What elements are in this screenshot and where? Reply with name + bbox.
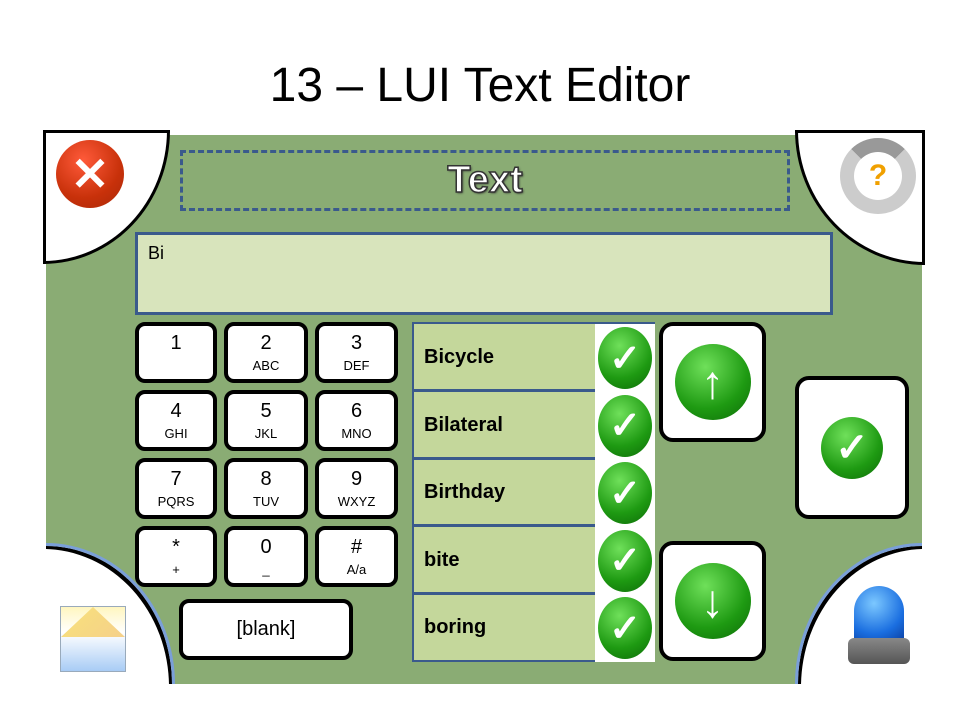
key-9[interactable]: *+ bbox=[135, 526, 217, 587]
close-icon: ✕ bbox=[56, 140, 124, 208]
field-title-label: Text bbox=[447, 158, 524, 202]
suggestion-item[interactable]: Bilateral ✓ bbox=[414, 391, 655, 460]
key-digit: * bbox=[172, 536, 180, 558]
blank-key[interactable]: [blank] bbox=[179, 599, 353, 660]
key-letters: JKL bbox=[254, 426, 278, 441]
checkmark-icon: ✓ bbox=[598, 529, 652, 592]
key-digit: 2 bbox=[260, 332, 272, 354]
confirm-button[interactable]: ✓ bbox=[795, 376, 909, 519]
select-suggestion-button[interactable]: ✓ bbox=[595, 526, 655, 595]
field-title: Text bbox=[180, 150, 790, 211]
key-letters: PQRS bbox=[157, 494, 195, 509]
suggestion-item[interactable]: Bicycle ✓ bbox=[414, 324, 655, 392]
checkmark-icon: ✓ bbox=[598, 462, 652, 525]
key-digit: 9 bbox=[350, 468, 363, 490]
key-letters: ABC bbox=[252, 358, 280, 373]
alarm-beacon-icon bbox=[848, 586, 910, 664]
key-letters: GHI bbox=[164, 426, 188, 441]
checkmark-icon: ✓ bbox=[821, 416, 883, 479]
suggestion-item[interactable]: boring ✓ bbox=[414, 594, 655, 663]
key-digit: 8 bbox=[260, 468, 272, 490]
arrow-up-icon: ↑ bbox=[674, 344, 751, 420]
key-11[interactable]: # A/a bbox=[315, 526, 398, 587]
key-letters: _ bbox=[262, 562, 270, 577]
key-letters: WXYZ bbox=[337, 494, 376, 509]
close-button[interactable]: ✕ bbox=[43, 130, 170, 264]
select-suggestion-button[interactable]: ✓ bbox=[595, 459, 655, 528]
key-0[interactable]: 1 bbox=[135, 322, 217, 383]
key-10[interactable]: 0_ bbox=[224, 526, 308, 587]
suggestion-item[interactable]: Birthday ✓ bbox=[414, 459, 655, 528]
key-letters: + bbox=[172, 562, 180, 577]
select-suggestion-button[interactable]: ✓ bbox=[595, 324, 655, 392]
suggestion-list: Bicycle ✓ Bilateral ✓ Birthday ✓ bite ✓ boring ✓ bbox=[412, 322, 655, 663]
select-suggestion-button[interactable]: ✓ bbox=[595, 594, 655, 663]
suggestion-word: bite bbox=[424, 548, 460, 571]
select-suggestion-button[interactable]: ✓ bbox=[595, 391, 655, 460]
suggestion-word: boring bbox=[424, 616, 487, 639]
key-digit: 4 bbox=[170, 400, 182, 422]
key-digit: 5 bbox=[260, 400, 272, 422]
suggestion-word: Birthday bbox=[424, 481, 506, 504]
key-letters: MNO bbox=[341, 426, 372, 441]
key-letters: A/a bbox=[346, 562, 367, 577]
key-digit: 0 bbox=[260, 536, 272, 558]
suggestion-item[interactable]: bite ✓ bbox=[414, 526, 655, 595]
suggestion-word: Bilateral bbox=[424, 413, 503, 436]
suggestion-word: Bicycle bbox=[424, 346, 495, 368]
key-digit: 7 bbox=[170, 468, 182, 490]
scroll-up-button[interactable]: ↑ bbox=[659, 322, 766, 442]
key-letters: TUV bbox=[253, 494, 279, 509]
scroll-down-button[interactable]: ↓ bbox=[659, 541, 766, 661]
key-letters: DEF bbox=[343, 358, 370, 373]
checkmark-icon: ✓ bbox=[598, 394, 652, 457]
envelope-icon bbox=[60, 606, 126, 672]
help-lifebuoy-icon: ? bbox=[840, 138, 916, 214]
key-digit: 6 bbox=[350, 400, 363, 422]
key-digit: # bbox=[350, 536, 363, 558]
text-input[interactable]: Bi bbox=[135, 232, 833, 315]
page-title: 13 – LUI Text Editor bbox=[269, 59, 691, 112]
arrow-down-icon: ↓ bbox=[674, 563, 751, 639]
key-digit: 3 bbox=[350, 332, 363, 354]
checkmark-icon: ✓ bbox=[598, 327, 652, 389]
checkmark-icon: ✓ bbox=[598, 597, 652, 660]
key-digit: 1 bbox=[170, 332, 182, 354]
